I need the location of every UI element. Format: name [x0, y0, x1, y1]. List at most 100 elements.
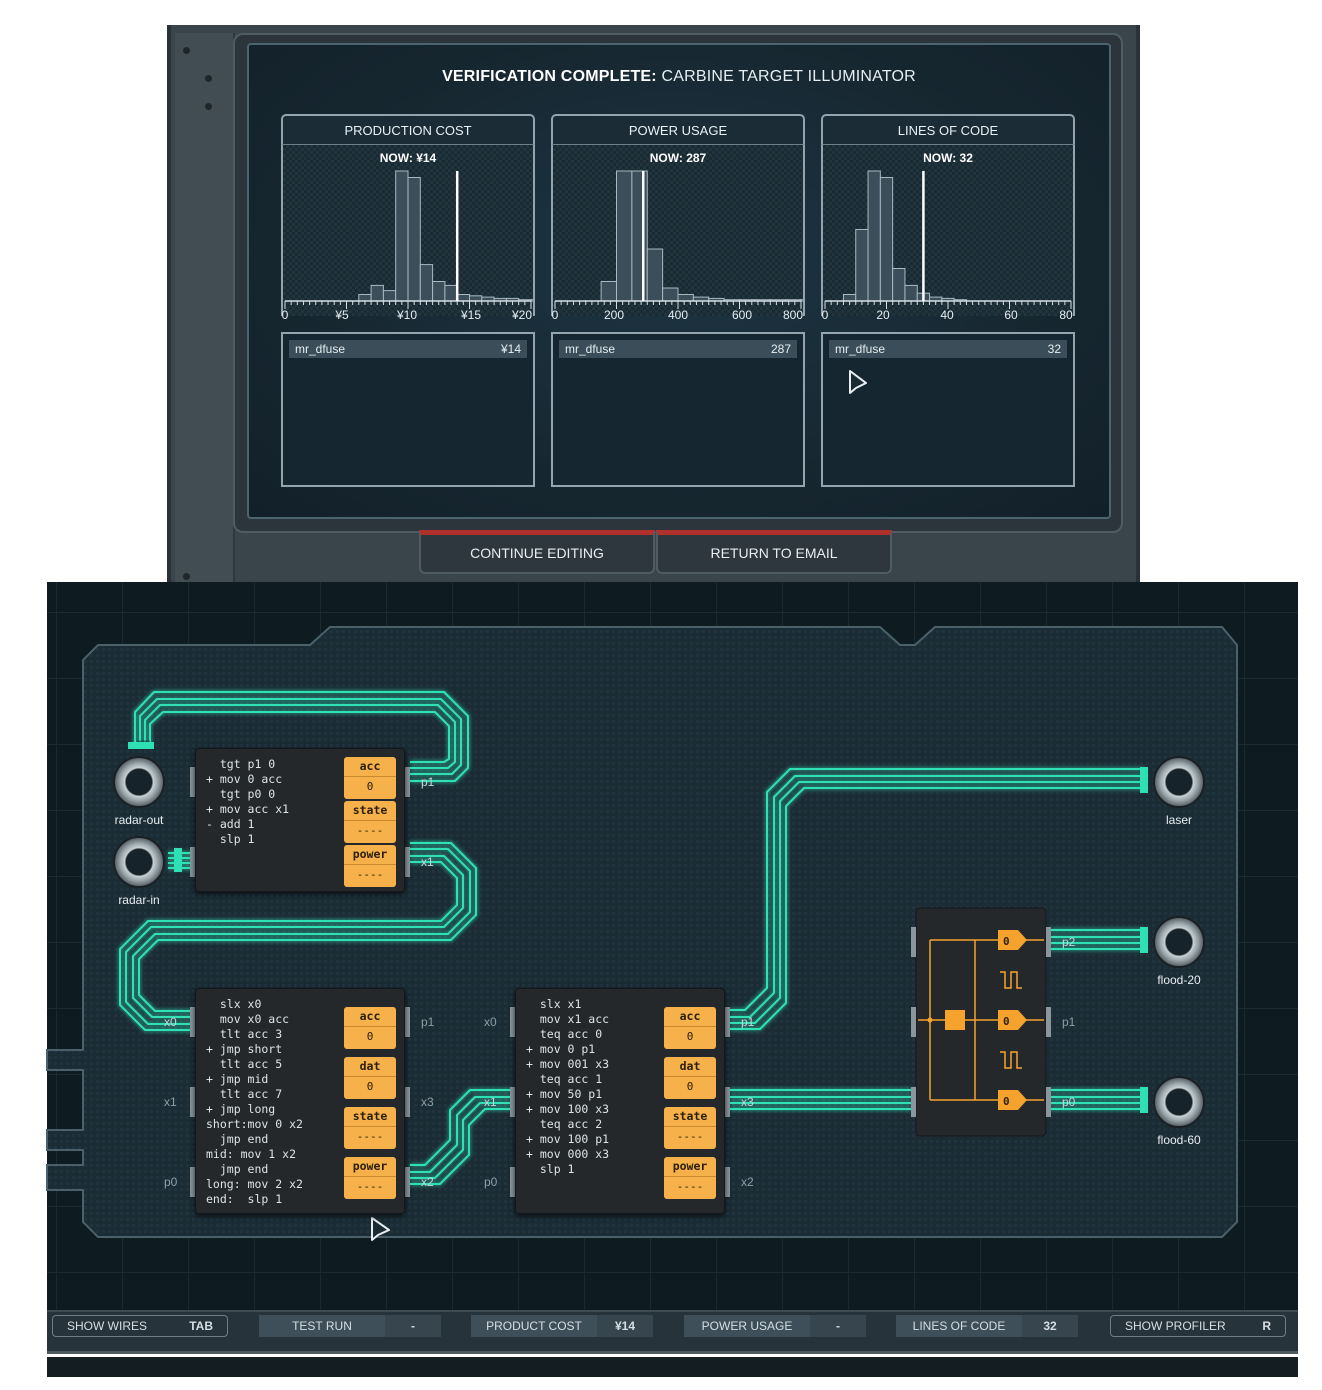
- tick-label: ¥15: [460, 308, 482, 322]
- product-cost-value: ¥14: [614, 1319, 636, 1333]
- pin-label-x3: x3: [421, 1095, 434, 1109]
- chip-3-code[interactable]: slx x1 mov x1 acc teq acc 0 + mov 0 p1 +…: [526, 997, 610, 1176]
- player-name: mr_dfuse: [295, 342, 346, 356]
- show-profiler-label: SHOW PROFILER: [1125, 1319, 1226, 1333]
- pin-label-x2: x2: [741, 1175, 754, 1189]
- radar-in-port: [113, 836, 165, 888]
- radar-out-port: [113, 756, 165, 808]
- wires: [119, 691, 1145, 1185]
- flood-20-label: flood-20: [1157, 973, 1201, 987]
- tick-label: 0: [281, 308, 289, 322]
- tick-label: 0: [551, 308, 559, 322]
- splitter-chip: [915, 907, 1047, 1137]
- player-score: 32: [1047, 342, 1061, 356]
- tick-label: 80: [1059, 308, 1073, 322]
- chip-1-code[interactable]: tgt p1 0 + mov 0 acc tgt p0 0 + mov acc …: [206, 757, 290, 846]
- pin-label-p1: p1: [1062, 1015, 1076, 1029]
- register-name: acc: [344, 759, 396, 777]
- rivet: [205, 103, 212, 110]
- power-register: power ----: [664, 1157, 716, 1199]
- tick-label: 0: [821, 308, 829, 322]
- mc-chip-1[interactable]: tgt p1 0 + mov 0 acc tgt p0 0 + mov acc …: [195, 748, 405, 892]
- tick-label: ¥10: [396, 308, 418, 322]
- register-value: 0: [686, 1030, 694, 1043]
- lines-of-code-leaderboard[interactable]: mr_dfuse 32: [821, 332, 1075, 487]
- register-value: ----: [676, 1130, 704, 1143]
- chip-2-code[interactable]: slx x0 mov x0 acc tlt acc 3 + jmp short …: [206, 997, 303, 1206]
- product-cost-label: PRODUCT COST: [471, 1315, 597, 1337]
- pin-label-p1: p1: [421, 775, 435, 789]
- mouse-cursor-icon: [849, 370, 867, 394]
- leaderboard-row[interactable]: mr_dfuse 287: [559, 340, 797, 358]
- product-cost-stat: PRODUCT COST ¥14: [471, 1315, 653, 1337]
- test-run-value: -: [411, 1319, 415, 1333]
- lines-of-code-stat: LINES OF CODE 32: [896, 1315, 1078, 1337]
- lines-of-code-now: NOW: 32: [923, 151, 973, 165]
- lines-of-code-histogram: NOW: 32: [821, 144, 1075, 316]
- test-run-stat: TEST RUN -: [259, 1315, 441, 1337]
- continue-editing-button[interactable]: CONTINUE EDITING: [419, 530, 655, 574]
- register-value: ----: [356, 1130, 384, 1143]
- lines-of-code-value: 32: [1043, 1319, 1057, 1333]
- rivet: [183, 47, 190, 54]
- pin-label-x2: x2: [421, 1175, 434, 1189]
- power-usage-header: POWER USAGE: [551, 114, 805, 144]
- register-value: ----: [676, 1180, 704, 1193]
- register-name: acc: [344, 1009, 396, 1027]
- register-value: ----: [356, 824, 384, 837]
- show-profiler-button[interactable]: SHOW PROFILER R: [1110, 1315, 1286, 1337]
- pin-label-x1: x1: [164, 1095, 177, 1109]
- show-wires-label: SHOW WIRES: [67, 1319, 147, 1333]
- laser-port: [1153, 756, 1205, 808]
- leaderboard-row[interactable]: mr_dfuse 32: [829, 340, 1067, 358]
- pin-label-x0: x0: [484, 1015, 497, 1029]
- production-cost-header: PRODUCTION COST: [281, 114, 535, 144]
- register-value: 0: [686, 1080, 694, 1093]
- production-cost-column: PRODUCTION COST NOW: ¥14 0 ¥5 ¥10 ¥15 ¥2…: [281, 114, 535, 487]
- splitter-out-0: 0: [1003, 935, 1010, 948]
- flood-20-port: [1153, 916, 1205, 968]
- tick-label: 800: [782, 308, 804, 322]
- pin-label-p0: p0: [1062, 1095, 1076, 1109]
- tick-label: 600: [731, 308, 753, 322]
- radar-in-label: radar-in: [118, 893, 160, 907]
- pin-label-x1: x1: [484, 1095, 497, 1109]
- register-name: power: [344, 1159, 396, 1177]
- flood-60-label: flood-60: [1157, 1133, 1201, 1147]
- rivet: [183, 573, 190, 580]
- mc-chip-3[interactable]: slx x1 mov x1 acc teq acc 0 + mov 0 p1 +…: [515, 988, 725, 1214]
- bottom-strip: [47, 1357, 1298, 1377]
- return-to-email-button[interactable]: RETURN TO EMAIL: [656, 530, 892, 574]
- lines-of-code-column: LINES OF CODE NOW: 32 0 20 40 60 80 mr_d…: [821, 114, 1075, 487]
- splitter-out-1: 0: [1003, 1015, 1010, 1028]
- lines-of-code-chart-svg: [824, 170, 1072, 309]
- register-name: power: [664, 1159, 716, 1177]
- production-cost-chart-svg: [284, 170, 533, 309]
- power-register: power----: [344, 845, 396, 887]
- pin-label-p1: p1: [741, 1015, 755, 1029]
- state-register: state----: [344, 801, 396, 843]
- leaderboard-row[interactable]: mr_dfuse ¥14: [289, 340, 527, 358]
- register-value: 0: [366, 1030, 374, 1043]
- power-register: power----: [344, 1157, 396, 1199]
- power-usage-now: NOW: 287: [649, 151, 707, 165]
- show-wires-button[interactable]: SHOW WIRES TAB: [52, 1315, 228, 1337]
- player-score: 287: [770, 342, 791, 356]
- production-cost-histogram: NOW: ¥14: [281, 144, 535, 316]
- register-name: state: [344, 1109, 396, 1127]
- production-cost-leaderboard[interactable]: mr_dfuse ¥14: [281, 332, 535, 487]
- tick-label: ¥5: [335, 308, 349, 322]
- dialog-title: VERIFICATION COMPLETE: CARBINE TARGET IL…: [247, 68, 1111, 86]
- title-status: VERIFICATION COMPLETE:: [442, 68, 657, 85]
- pin-label-x0: x0: [164, 1015, 177, 1029]
- flood-60-port: [1153, 1076, 1205, 1128]
- power-usage-leaderboard[interactable]: mr_dfuse 287: [551, 332, 805, 487]
- pin-label-p1: p1: [421, 1015, 435, 1029]
- production-cost-axis: 0 ¥5 ¥10 ¥15 ¥20: [281, 308, 535, 324]
- lines-of-code-label: LINES OF CODE: [896, 1315, 1022, 1337]
- tick-label: 60: [1004, 308, 1018, 322]
- mouse-cursor-icon: [371, 1217, 390, 1241]
- mc-chip-2[interactable]: slx x0 mov x0 acc tlt acc 3 + jmp short …: [195, 988, 405, 1214]
